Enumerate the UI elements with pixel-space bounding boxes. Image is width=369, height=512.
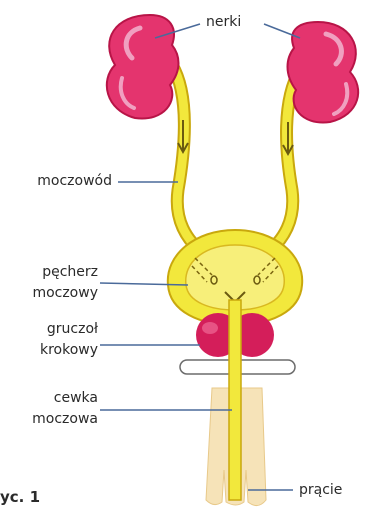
label-ureter: moczowód: [37, 171, 112, 191]
label-urethra-line2: moczowa: [32, 409, 98, 429]
label-kidneys: nerki: [206, 12, 241, 32]
left-kidney: [107, 15, 179, 118]
label-bladder-line2: moczowy: [32, 283, 98, 303]
label-prostate-line1: gruczoł: [47, 319, 98, 339]
figure-caption: yc. 1: [0, 487, 40, 507]
label-prostate-line2: krokowy: [40, 340, 98, 360]
label-penis: prącie: [299, 480, 342, 500]
label-urethra-line1: cewka: [54, 388, 98, 408]
label-bladder-line1: pęcherz: [42, 262, 98, 282]
left-ureter: [172, 65, 205, 255]
prostate-highlight: [202, 322, 218, 334]
urethra: [229, 300, 241, 500]
